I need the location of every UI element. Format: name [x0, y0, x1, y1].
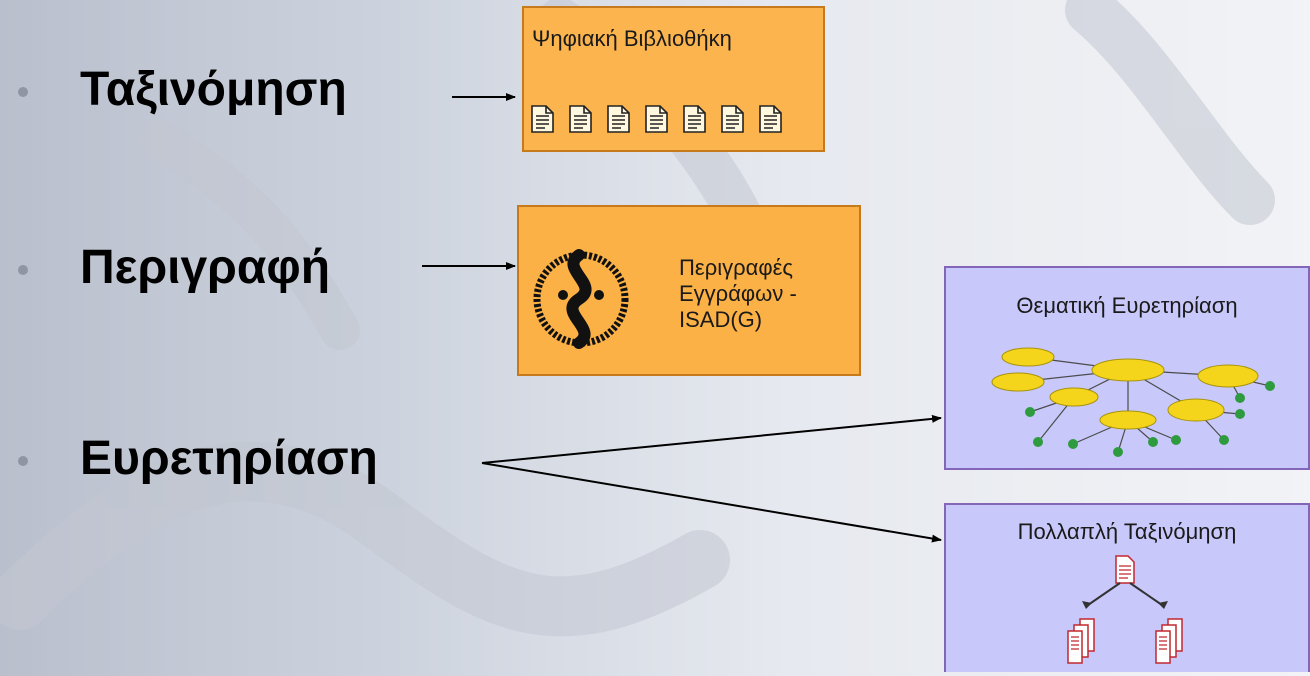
- bullet-dot: [18, 87, 28, 97]
- document-icon: [607, 105, 630, 133]
- digital-library-title: Ψηφιακή Βιβλιοθήκη: [532, 26, 732, 51]
- bullet-dot: [18, 456, 28, 466]
- document-descriptions-box: Περιγραφές Εγγράφων - ISAD(G): [517, 205, 861, 376]
- document-icon: [569, 105, 592, 133]
- multiple-classification-title: Πολλαπλή Ταξινόμηση: [1017, 519, 1237, 544]
- bullet-label-perigrafi: Περιγραφή: [80, 241, 331, 294]
- bullet-perigrafi: Περιγραφή: [0, 234, 500, 304]
- document-icon: [721, 105, 744, 133]
- bullet-taxinomisi: Ταξινόμηση: [0, 56, 500, 126]
- bullet-dot: [18, 265, 28, 275]
- document-icon: [759, 105, 782, 133]
- thematic-indexing-box: Θεματική Ευρετηρίαση: [944, 266, 1310, 470]
- bullet-label-evretiriasi: Ευρετηρίαση: [80, 432, 378, 485]
- bullet-evretiriasi: Ευρετηρίαση: [0, 425, 500, 495]
- descriptions-line: Περιγραφές: [679, 255, 794, 280]
- document-descriptions-text: Περιγραφές Εγγράφων - ISAD(G): [679, 255, 855, 333]
- thematic-indexing-title: Θεματική Ευρετηρίαση: [1016, 293, 1238, 318]
- document-icon: [645, 105, 668, 133]
- document-icon: [531, 105, 554, 133]
- document-icon: [683, 105, 706, 133]
- descriptions-line: Εγγράφων -: [679, 281, 797, 306]
- face-logo-icon: [533, 249, 629, 349]
- document-row: [530, 104, 784, 134]
- multiple-classification-box: Πολλαπλή Ταξινόμηση: [944, 503, 1310, 672]
- concept-map-thumbnail: [991, 347, 1275, 457]
- digital-library-box: Ψηφιακή Βιβλιοθήκη: [522, 6, 825, 152]
- bullet-label-taxinomisi: Ταξινόμηση: [80, 63, 347, 116]
- descriptions-line: ISAD(G): [679, 307, 763, 332]
- document-tree-icon: [1067, 555, 1183, 664]
